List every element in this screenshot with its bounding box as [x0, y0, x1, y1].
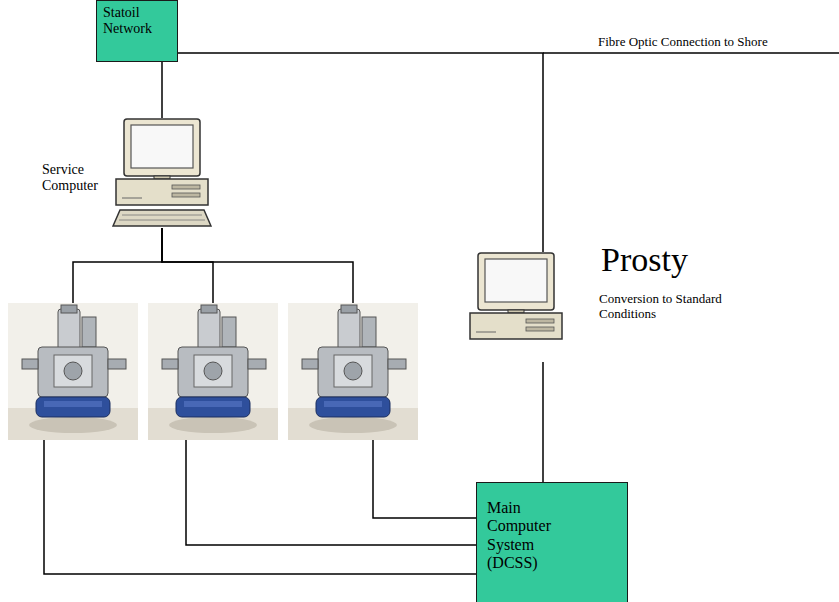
computer-icon [112, 118, 212, 228]
computer-icon [466, 252, 566, 362]
prosty-computer: ProstyConversion to Standard Conditions [466, 252, 566, 362]
connector-line [44, 440, 476, 574]
fibre-line [543, 52, 839, 54]
connector-line [178, 53, 543, 252]
connector-line [162, 228, 213, 303]
flow-meter [148, 303, 278, 440]
main-computer-box: Main Computer System (DCSS) [476, 482, 628, 602]
connection-label: Fibre Optic Connection to Shore [598, 34, 768, 50]
network-box: Statoil Network [96, 0, 178, 62]
meter-picture [8, 303, 138, 440]
flow-meter [8, 303, 138, 440]
meter-picture [288, 303, 418, 440]
node-note: Conversion to Standard Conditions [599, 292, 739, 322]
meter-picture [148, 303, 278, 440]
box-label: Main Computer System (DCSS) [487, 499, 567, 573]
node-label: Service Computer [42, 162, 106, 194]
connector-line [162, 228, 353, 303]
node-label: Prosty [601, 240, 801, 279]
connector-line [161, 62, 163, 118]
connector-line [73, 228, 162, 303]
connector-line [186, 440, 476, 545]
flow-meter [288, 303, 418, 440]
box-label: Statoil Network [103, 5, 171, 37]
connector-line [542, 362, 544, 482]
service-computer: Service Computer [112, 118, 212, 228]
connector-line [373, 440, 476, 518]
